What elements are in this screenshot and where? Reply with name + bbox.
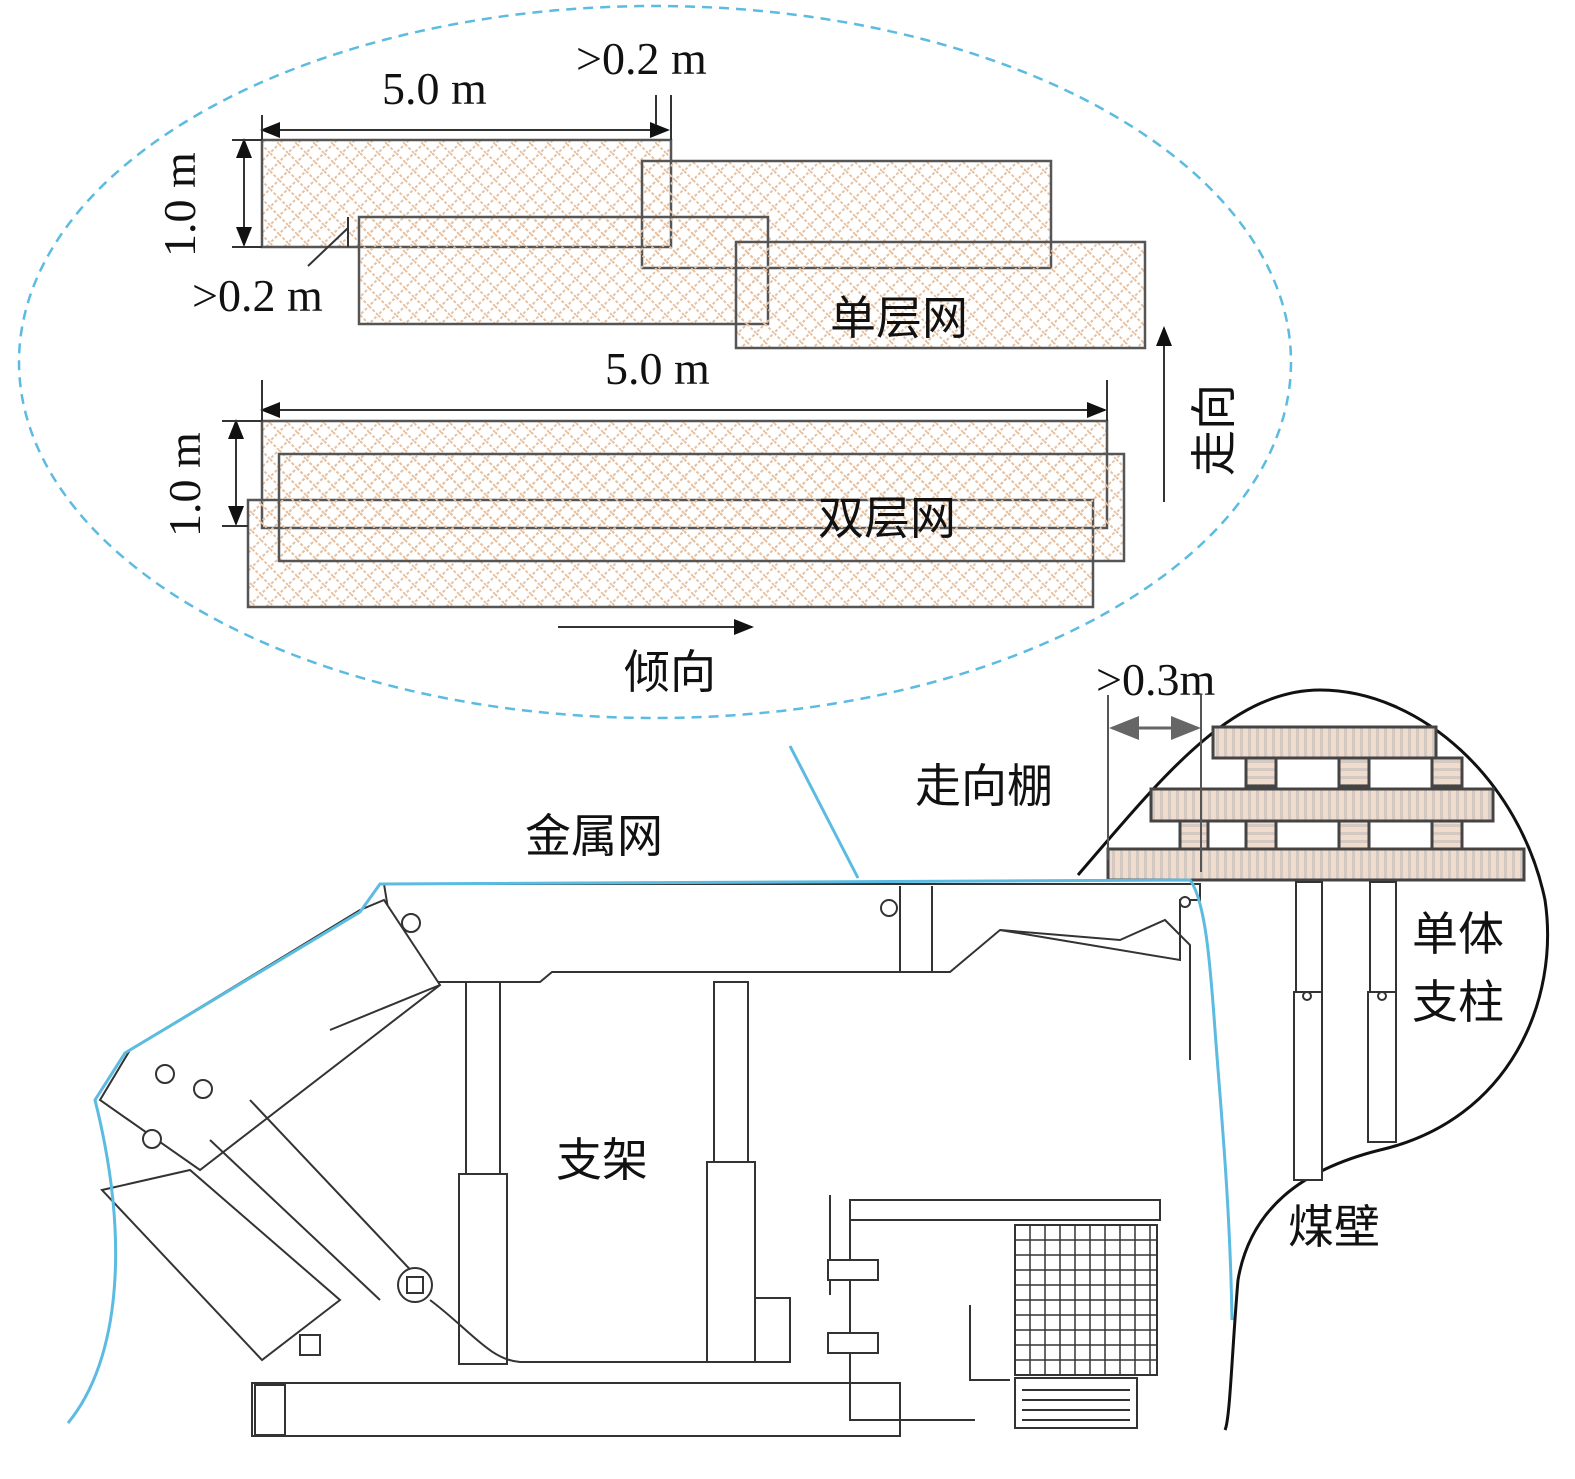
strike-shed-label: 走向棚	[915, 759, 1053, 813]
single-layer-label: 单层网	[830, 291, 968, 345]
single-prop-label-line2: 支柱	[1412, 975, 1504, 1029]
double-width-label: 1.0 m	[159, 432, 210, 537]
single-overlap-top-label: >0.2 m	[576, 33, 707, 84]
metal-mesh-line	[66, 745, 1234, 1424]
single-length-label: 5.0 m	[382, 63, 487, 114]
roof-outline	[1076, 688, 1550, 1431]
mesh-grid	[1014, 1224, 1158, 1376]
strike-label: 走向	[1187, 384, 1241, 476]
single-layer-mesh	[260, 138, 1147, 350]
gap-label: >0.3m	[1096, 654, 1215, 705]
double-layer-mesh	[246, 419, 1126, 609]
double-layer-label: 双层网	[818, 491, 956, 545]
single-overlap-left-label: >0.2 m	[192, 270, 323, 321]
support-label: 支架	[556, 1133, 648, 1187]
single-props	[1293, 881, 1397, 1181]
detail-ellipse	[17, 4, 1293, 720]
dip-label: 倾向	[624, 645, 716, 699]
coal-wall-label: 煤壁	[1288, 1200, 1380, 1254]
strike-shed	[1106, 725, 1526, 882]
hydraulic-support	[98, 883, 1201, 1437]
single-width-label: 1.0 m	[154, 152, 205, 257]
double-length-label: 5.0 m	[605, 343, 710, 394]
metal-mesh-label: 金属网	[525, 809, 663, 863]
single-prop-label-line1: 单体	[1412, 907, 1504, 961]
